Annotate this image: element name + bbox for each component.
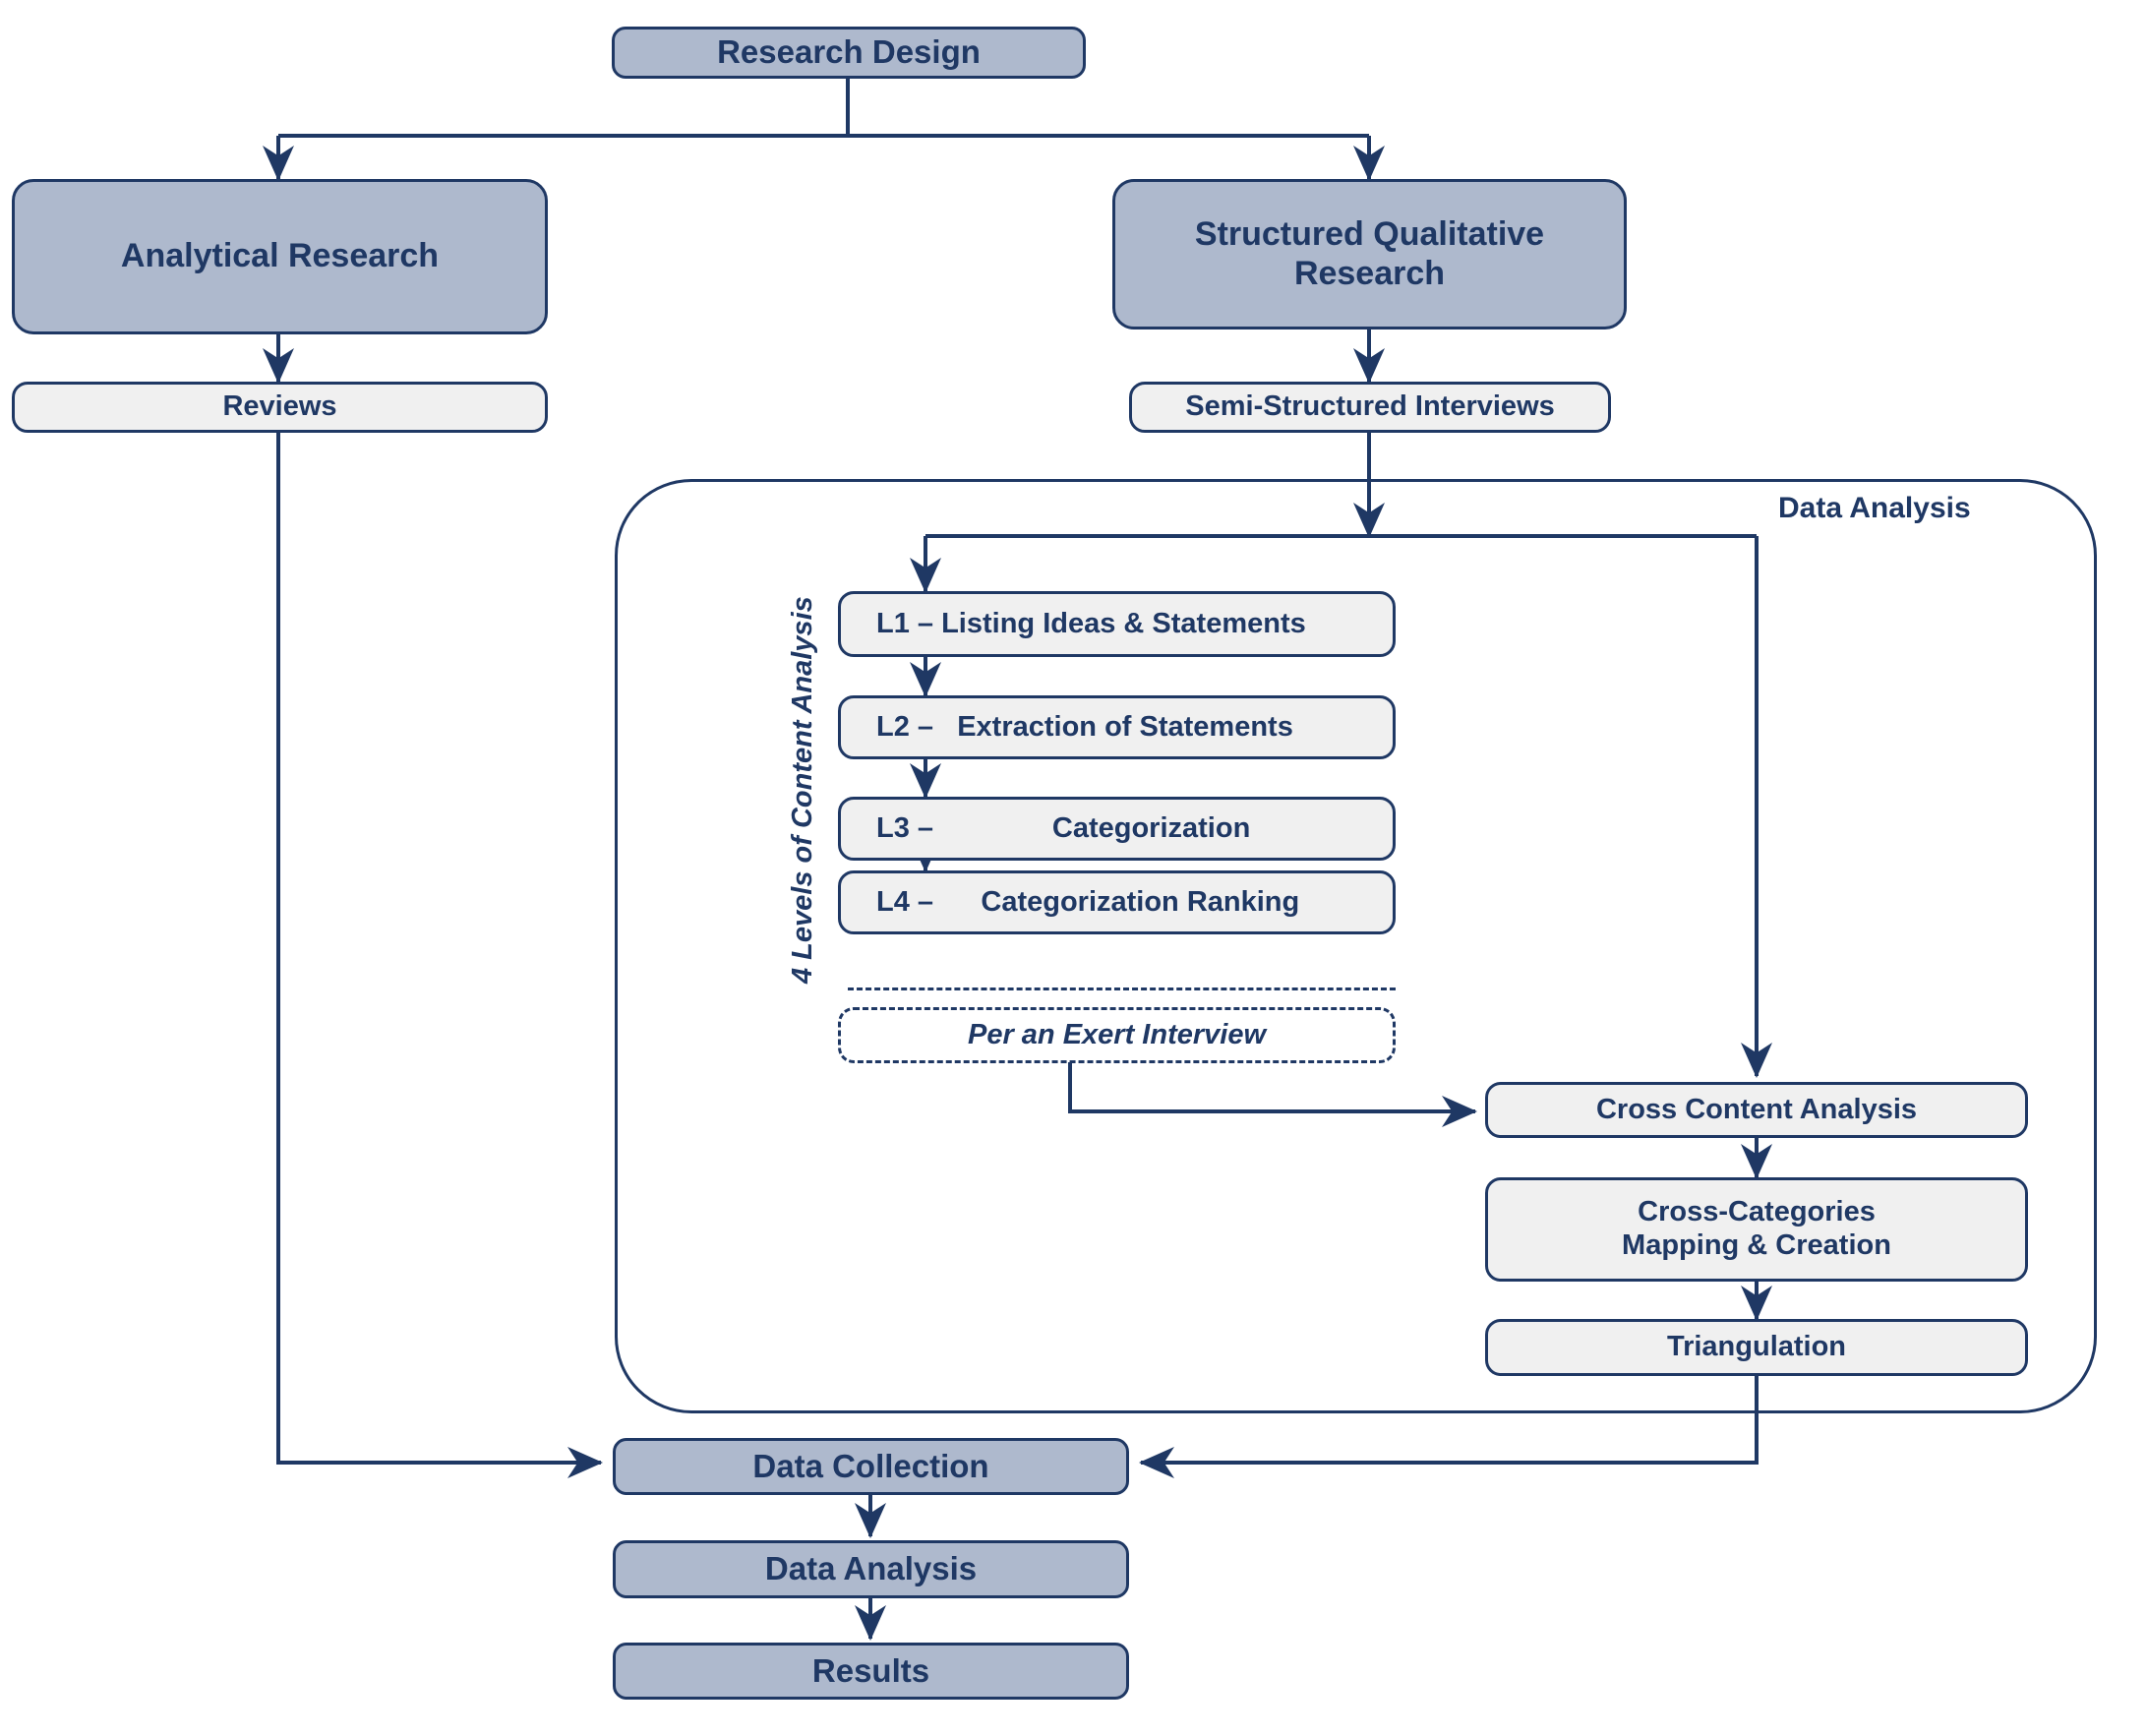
node-l2-key: L2 –	[876, 710, 958, 743]
node-triangulation-label: Triangulation	[1666, 1331, 1847, 1363]
data-analysis-group-label: Data Analysis	[1778, 492, 1971, 524]
levels-of-content-analysis-label: 4 Levels of Content Analysis	[787, 596, 818, 984]
node-reviews[interactable]: Reviews	[12, 382, 548, 433]
node-analytical-research-label: Analytical Research	[120, 237, 440, 275]
node-cross-content-analysis-label: Cross Content Analysis	[1595, 1093, 1918, 1125]
node-semi-structured-interviews[interactable]: Semi-Structured Interviews	[1129, 382, 1611, 433]
node-per-an-exert-interview-label: Per an Exert Interview	[967, 1018, 1267, 1050]
node-l4-key: L4 –	[876, 885, 982, 918]
node-cross-categories-mapping-creation[interactable]: Cross-Categories Mapping & Creation	[1485, 1177, 2028, 1282]
node-data-collection[interactable]: Data Collection	[613, 1438, 1129, 1495]
node-semi-structured-interviews-label: Semi-Structured Interviews	[1185, 390, 1555, 423]
edge-reviews-to-data-collection	[276, 433, 603, 1478]
expert-interview-separator	[848, 988, 1396, 990]
node-research-design[interactable]: Research Design	[612, 27, 1086, 79]
node-l3-key: L3 –	[876, 811, 1052, 844]
node-results[interactable]: Results	[613, 1643, 1129, 1700]
node-results-label: Results	[811, 1651, 930, 1689]
node-structured-qualitative-research-label: Structured Qualitative Research	[1194, 215, 1545, 292]
node-l1-label: Listing Ideas & Statements	[941, 607, 1306, 639]
node-l2-label: Extraction of Statements	[957, 710, 1293, 743]
node-structured-qualitative-research[interactable]: Structured Qualitative Research	[1112, 179, 1627, 329]
node-reviews-label: Reviews	[222, 390, 337, 423]
node-l3-label: Categorization	[1051, 811, 1251, 844]
node-l4-label: Categorization Ranking	[981, 885, 1300, 918]
node-cross-categories-line1: Cross-Categories	[1638, 1196, 1876, 1228]
node-l2-extraction-of-statements[interactable]: L2 – Extraction of Statements	[838, 695, 1396, 759]
node-l4-categorization-ranking[interactable]: L4 – Categorization Ranking	[838, 870, 1396, 934]
node-analytical-research[interactable]: Analytical Research	[12, 179, 548, 334]
node-l1-listing-ideas[interactable]: L1 – Listing Ideas & Statements	[838, 591, 1396, 657]
node-per-an-exert-interview[interactable]: Per an Exert Interview	[838, 1007, 1396, 1063]
node-data-analysis-label: Data Analysis	[764, 1550, 978, 1587]
node-cross-categories-line2: Mapping & Creation	[1622, 1229, 1891, 1261]
node-research-design-label: Research Design	[717, 33, 981, 71]
node-cross-content-analysis[interactable]: Cross Content Analysis	[1485, 1082, 2028, 1138]
node-data-analysis[interactable]: Data Analysis	[613, 1540, 1129, 1598]
node-data-collection-label: Data Collection	[752, 1447, 989, 1484]
node-l1-key: L1 –	[876, 607, 942, 639]
node-triangulation[interactable]: Triangulation	[1485, 1319, 2028, 1376]
node-l3-categorization[interactable]: L3 – Categorization	[838, 797, 1396, 861]
